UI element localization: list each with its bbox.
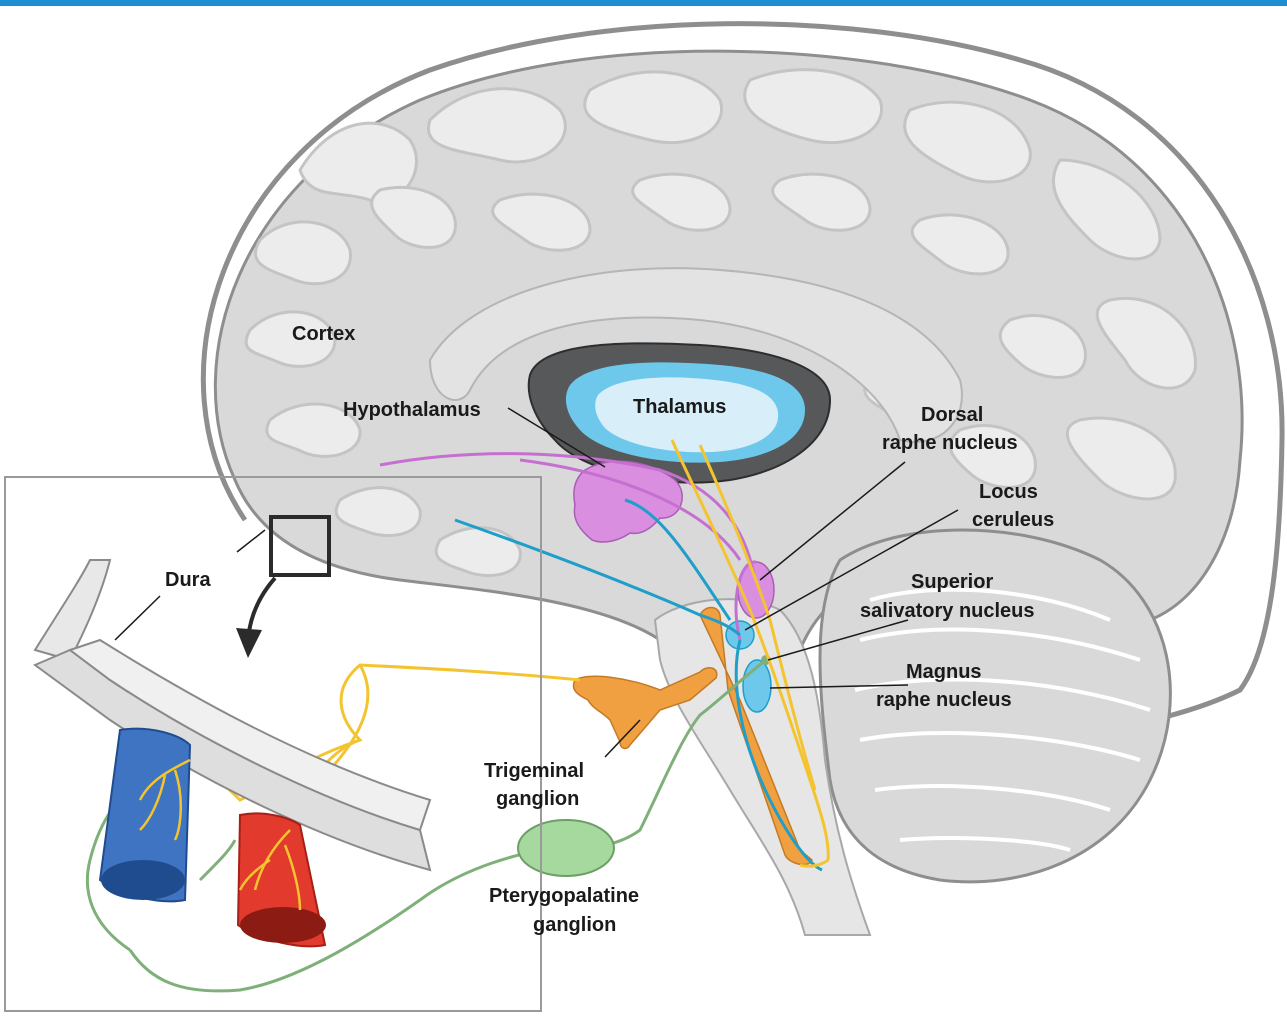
label-superior-2: salivatory nucleus [860, 600, 1035, 622]
label-ptery-2: ganglion [533, 914, 616, 936]
dural-vein [100, 729, 190, 902]
pterygopalatine-ganglion [518, 820, 614, 876]
label-dorsal-raphe-2: raphe nucleus [882, 432, 1018, 454]
label-hypothalamus: Hypothalamus [343, 399, 481, 421]
label-trigeminal-1: Trigeminal [484, 760, 584, 782]
dural-artery [238, 813, 326, 946]
label-ptery-1: Pterygopalatine [489, 885, 639, 907]
label-superior-1: Superior [911, 571, 993, 593]
label-thalamus: Thalamus [633, 396, 726, 418]
zoom-arrow-head [236, 628, 262, 658]
label-dura: Dura [165, 569, 211, 591]
top-accent-bar [0, 0, 1287, 6]
label-magnus-2: raphe nucleus [876, 689, 1012, 711]
label-dorsal-raphe-1: Dorsal [921, 404, 983, 426]
dura-layers [35, 560, 430, 870]
label-magnus-1: Magnus [906, 661, 982, 683]
label-cortex: Cortex [292, 323, 355, 345]
label-locus-2: ceruleus [972, 509, 1054, 531]
label-trigeminal-2: ganglion [496, 788, 579, 810]
label-locus-1: Locus [979, 481, 1038, 503]
